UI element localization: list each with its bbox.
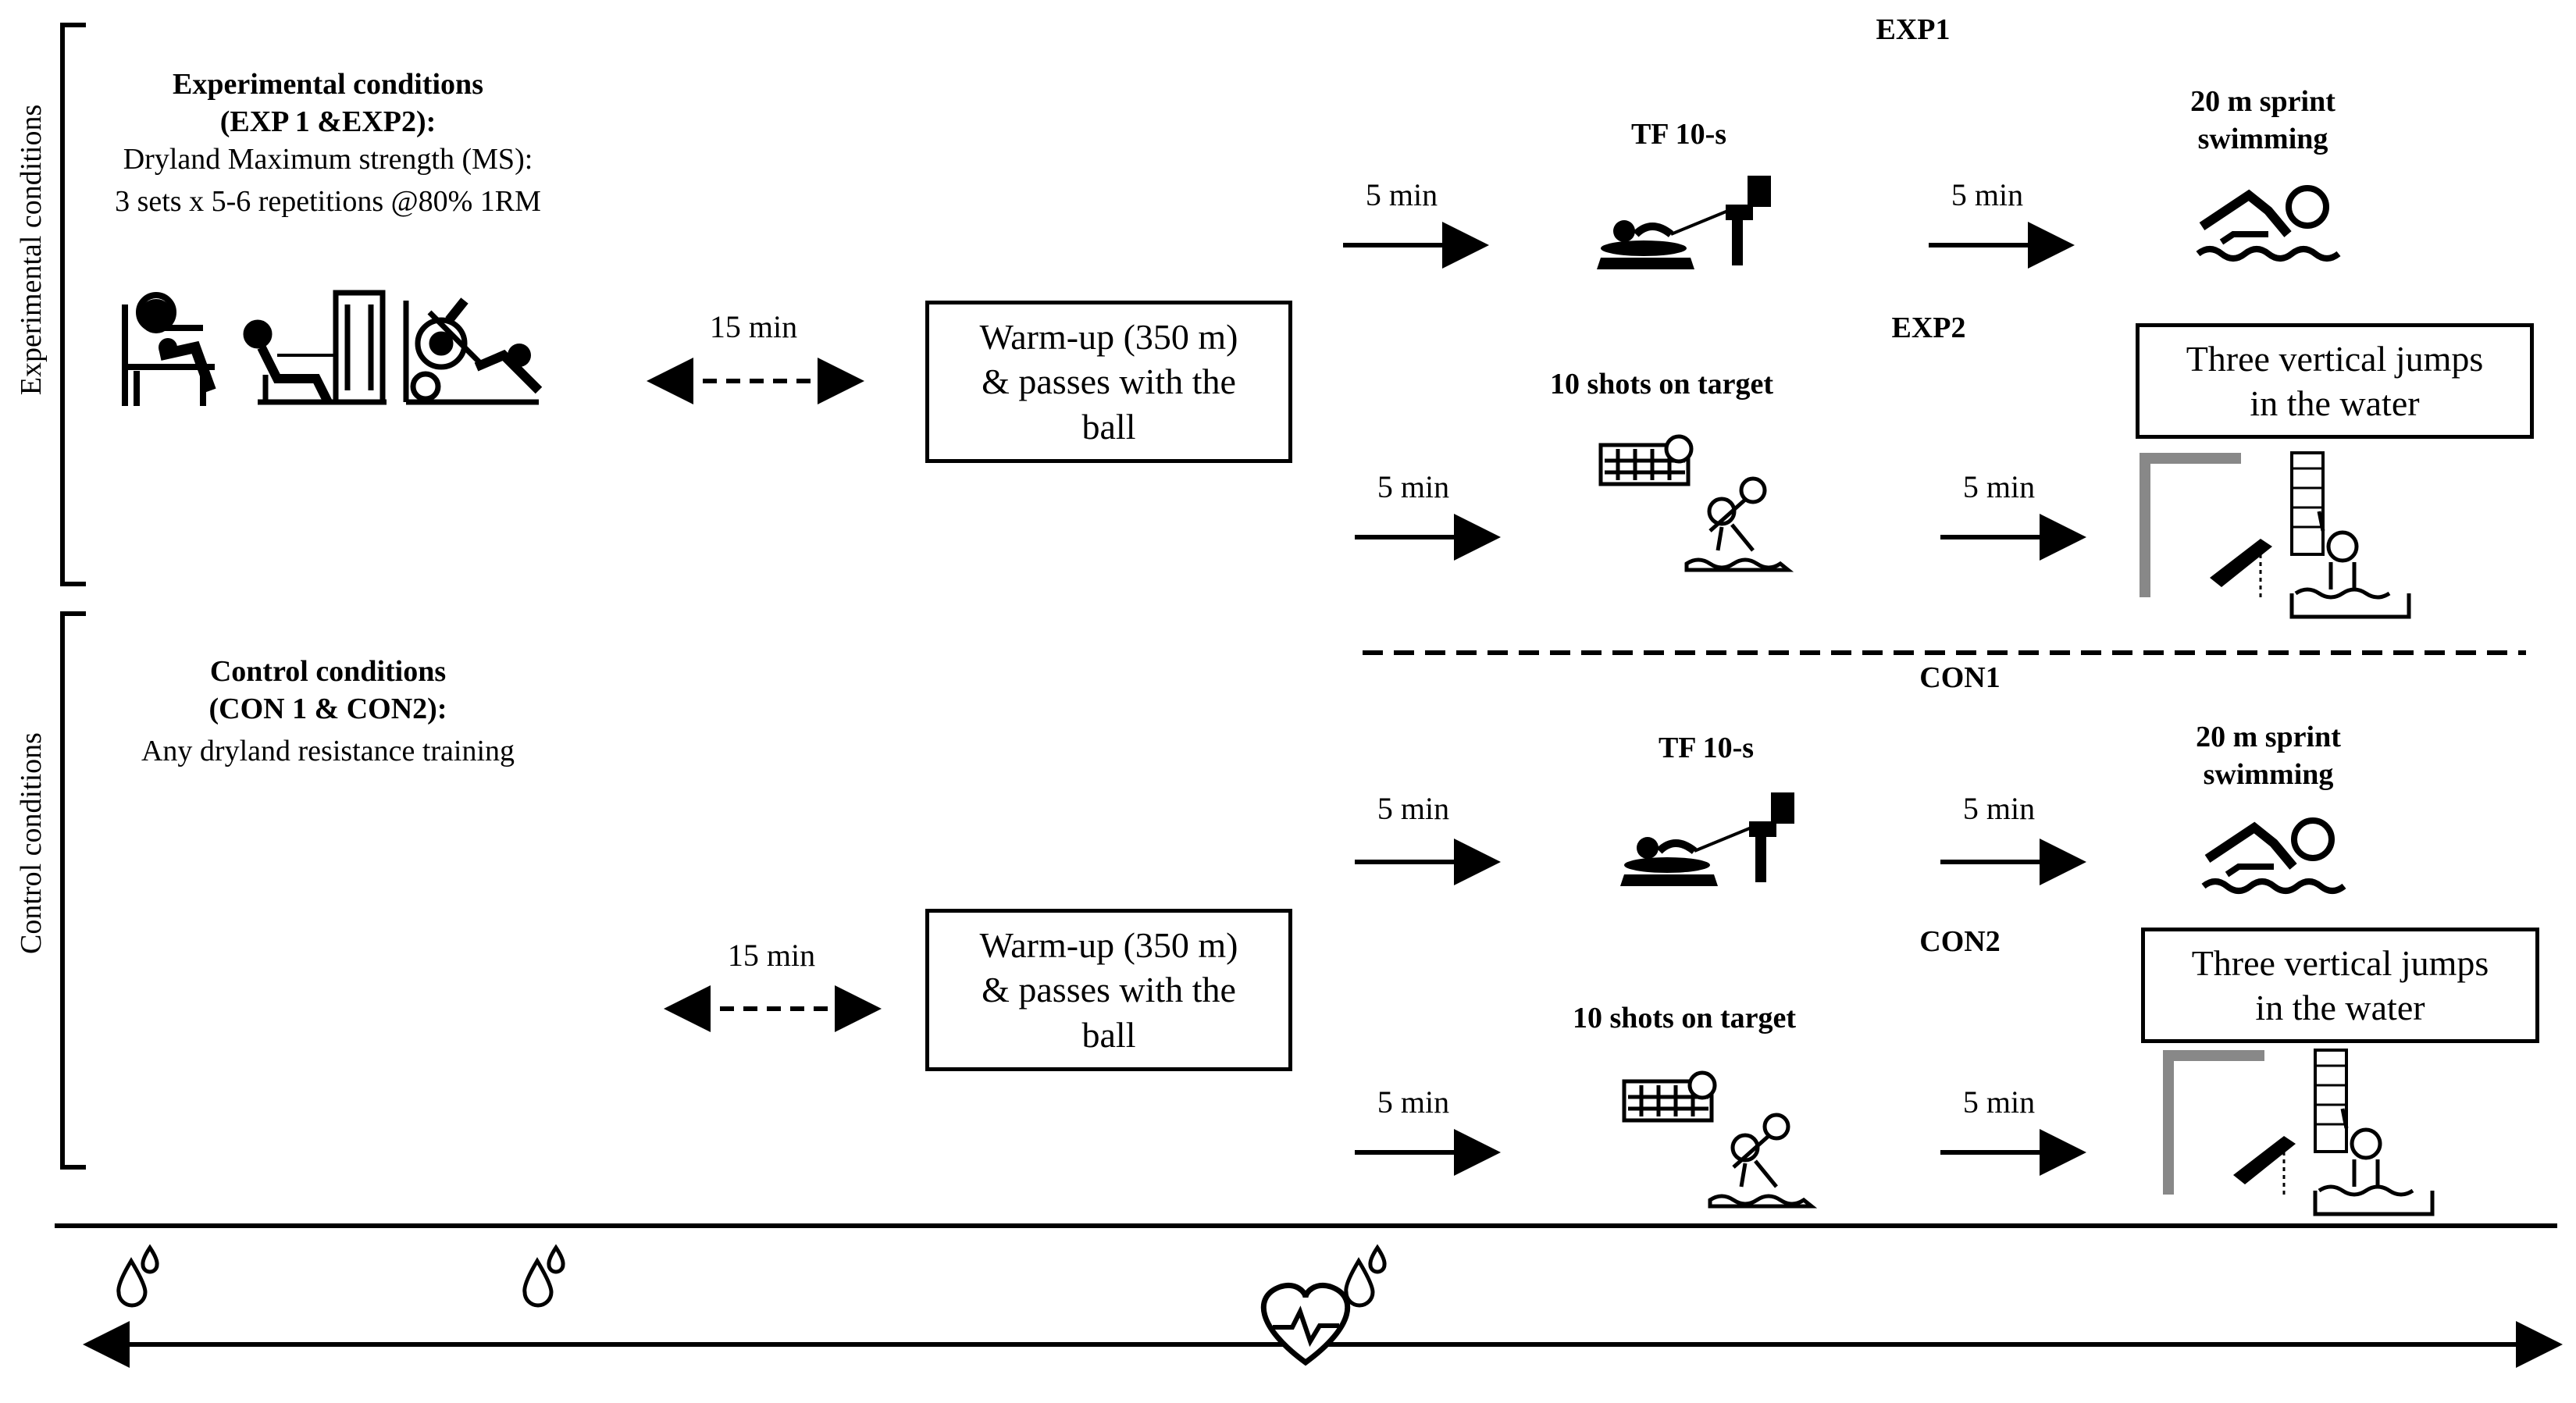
con1-label: CON1	[1919, 661, 2001, 694]
vertical-jump-icon-exp2	[2140, 451, 2411, 619]
con-warmup-line1: Warm-up (350 m)	[979, 924, 1238, 965]
con-warmup-box: Warm-up (350 m) & passes with the ball	[925, 909, 1292, 1071]
exp-warmup-line2: & passes with the	[982, 361, 1236, 402]
con1-sprint-line2: swimming	[2203, 758, 2334, 791]
control-side-label: Control conditions	[15, 732, 48, 954]
vertical-jump-icon-con2	[2163, 1049, 2435, 1216]
tethered-force-icon-con1	[1620, 792, 1794, 886]
exp-line4: 3 sets x 5-6 repetitions @80% 1RM	[115, 185, 541, 218]
sweat-drops-icon-2	[522, 1244, 565, 1308]
exp-title-line1: Experimental conditions	[173, 68, 483, 101]
heart-rate-icon	[1260, 1283, 1351, 1366]
seated-row-icon	[243, 290, 387, 405]
swimmer-icon-exp1	[2196, 185, 2341, 262]
con2-label: CON2	[1919, 925, 2001, 958]
con2-shots-label: 10 shots on target	[1572, 1002, 1797, 1034]
experimental-side-label: Experimental conditions	[15, 104, 48, 396]
con-line3: Any dryland resistance training	[141, 735, 515, 767]
exp2-interval-2: 5 min	[1962, 469, 2036, 504]
water-polo-shot-icon-con2	[1622, 1070, 1818, 1209]
con1-tf-label: TF 10-s	[1658, 732, 1755, 764]
con2-jumps-line1: Three vertical jumps	[2191, 942, 2489, 983]
con2-jumps-line2: in the water	[2255, 988, 2425, 1027]
con2-jumps-box: Three vertical jumps in the water	[2141, 928, 2539, 1043]
con-warmup-line2: & passes with the	[982, 970, 1236, 1010]
exp2-jumps-line1: Three vertical jumps	[2186, 338, 2484, 379]
con-warmup-line3: ball	[1081, 1014, 1136, 1055]
exp2-interval-1: 5 min	[1377, 469, 1450, 504]
leg-press-icon	[403, 297, 543, 405]
exp2-label: EXP2	[1891, 312, 1966, 344]
exp1-interval-2: 5 min	[1951, 177, 2024, 212]
con1-interval-2: 5 min	[1962, 791, 2036, 826]
exp-rest-label: 15 min	[709, 309, 798, 344]
bench-press-icon	[122, 292, 216, 406]
water-polo-shot-icon-exp2	[1598, 434, 1794, 572]
sweat-drops-icon-3	[1344, 1244, 1387, 1308]
tethered-force-icon-exp1	[1597, 176, 1771, 269]
con-title-line1: Control conditions	[209, 655, 447, 688]
con-rest-label: 15 min	[727, 938, 816, 973]
exp1-tf-label: TF 10-s	[1630, 118, 1727, 151]
exp1-sprint-line1: 20 m sprint	[2190, 85, 2336, 118]
con2-interval-1: 5 min	[1377, 1084, 1450, 1120]
con1-sprint-line1: 20 m sprint	[2196, 721, 2341, 753]
exp2-jumps-line2: in the water	[2250, 383, 2420, 423]
experimental-bracket	[60, 23, 86, 586]
con2-interval-2: 5 min	[1962, 1084, 2036, 1120]
exp1-label: EXP1	[1876, 13, 1951, 46]
control-bracket	[60, 611, 86, 1170]
exp-title-line2: (EXP 1 &EXP2):	[219, 105, 436, 138]
exp1-interval-1: 5 min	[1365, 177, 1438, 212]
exp-warmup-box: Warm-up (350 m) & passes with the ball	[925, 301, 1292, 463]
swimmer-icon-con1	[2201, 817, 2346, 894]
con1-interval-1: 5 min	[1377, 791, 1450, 826]
exp-warmup-line1: Warm-up (350 m)	[979, 316, 1238, 357]
exp2-jumps-box: Three vertical jumps in the water	[2136, 323, 2534, 439]
con-title-line2: (CON 1 & CON2):	[208, 693, 447, 725]
exp-line3: Dryland Maximum strength (MS):	[123, 143, 533, 176]
exp2-shots-label: 10 shots on target	[1549, 368, 1774, 401]
sweat-drops-icon-1	[116, 1244, 159, 1308]
exp1-sprint-line2: swimming	[2197, 123, 2328, 155]
exp-warmup-line3: ball	[1081, 406, 1136, 447]
